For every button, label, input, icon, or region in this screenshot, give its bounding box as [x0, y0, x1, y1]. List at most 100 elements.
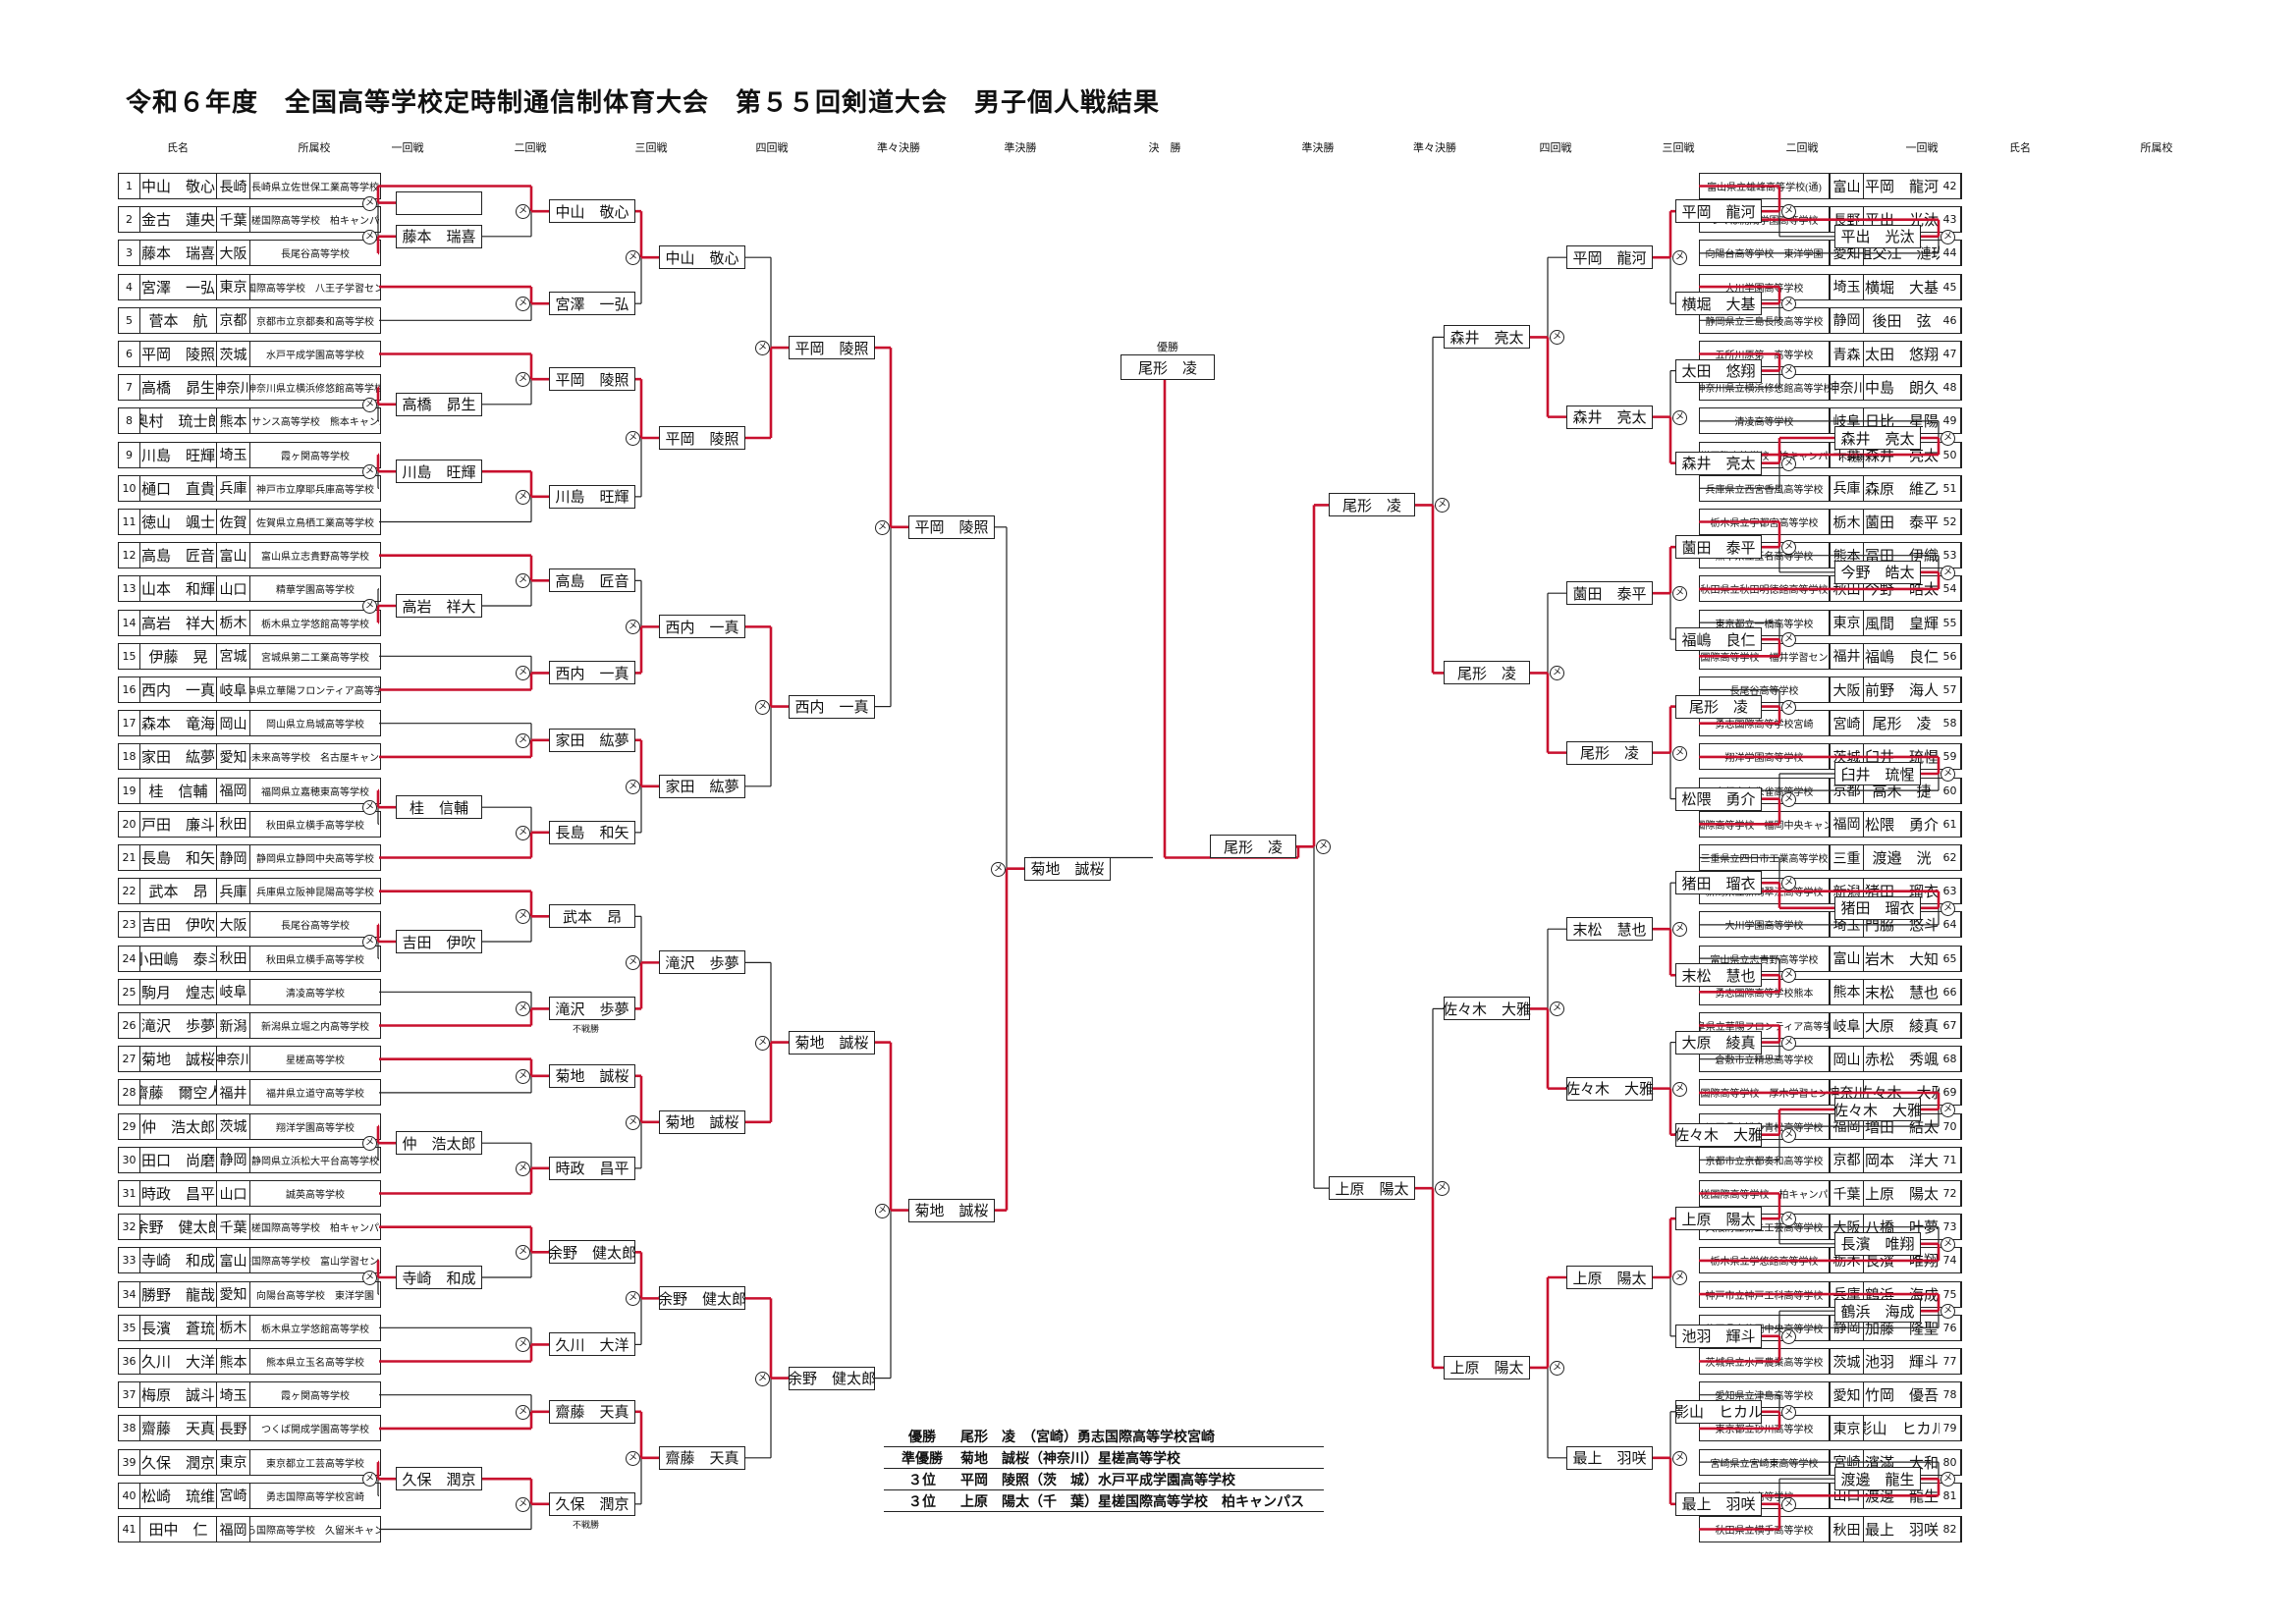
entrant-school: 岐阜県立華陽フロンティア高等学校 — [250, 686, 380, 697]
kendo-point-mark: メ — [626, 431, 640, 446]
kendo-point-mark: メ — [1781, 204, 1796, 220]
entrant-number: 28 — [119, 1080, 140, 1106]
entrant-number: 74 — [1940, 1248, 1961, 1273]
entrant-name: 高岩 祥大 — [140, 610, 217, 635]
entrant-prefecture: 大阪 — [217, 912, 250, 938]
winner-box: 大原 綾真 — [1675, 1030, 1762, 1055]
entrant-school: 星槎国際高等学校 福井学習センター — [1700, 643, 1830, 669]
kendo-point-mark: メ — [1781, 1328, 1796, 1344]
entrant-name: 時政 昌平 — [140, 1181, 217, 1206]
winner-box: 太田 悠翔 — [1675, 358, 1762, 383]
summary-row: 準優勝菊地 誠桜（神奈川）星槎高等学校 — [884, 1447, 1324, 1469]
entrant-prefecture: 岡山 — [1830, 1047, 1863, 1072]
entrant-school: 霞ヶ関高等学校 — [281, 1391, 350, 1403]
winner-box: 上原 陽太 — [1329, 1176, 1415, 1201]
kendo-point-mark: メ — [1781, 297, 1796, 312]
entrant-school: 兵庫県立阪神昆陽高等学校 — [256, 888, 374, 899]
entrant-number: 55 — [1940, 610, 1961, 635]
round-header: 一回戦 — [391, 141, 424, 154]
winner-box: 仲 浩太郎 — [396, 1131, 482, 1156]
entrant-prefecture: 埼玉 — [217, 442, 250, 467]
entrant-prefecture: 東京 — [1830, 1416, 1863, 1441]
entrant-number: 44 — [1940, 241, 1961, 266]
entrant-prefecture: 大阪 — [217, 241, 250, 266]
entrant-school: 星槎国際高等学校 福岡中央キャンパス — [1700, 811, 1830, 837]
winner-box: 福嶋 良仁 — [1675, 627, 1762, 652]
entrant-school: 星槎国際高等学校 八王子学習センター — [250, 283, 380, 295]
entrant-school: 佐賀県立鳥栖工業高等学校 — [256, 518, 374, 529]
kendo-point-mark: メ — [516, 372, 530, 388]
page-title: 令和６年度 全国高等学校定時制通信制体育大会 第５５回剣道大会 男子個人戦結果 — [126, 88, 1161, 118]
entrant-school: 神戸市立摩耶兵庫高等学校 — [256, 484, 374, 496]
entrant-school: 向陽台高等学校 東洋学園 — [256, 1290, 374, 1302]
kendo-point-mark: メ — [516, 1161, 530, 1176]
entrant-number: 20 — [119, 811, 140, 837]
kendo-point-mark: メ — [1672, 1450, 1687, 1466]
entrant-prefecture: 静岡 — [1830, 307, 1863, 333]
winner-box: 森井 亮太 — [1675, 451, 1762, 475]
entrant-number: 40 — [119, 1483, 140, 1508]
kendo-point-mark: メ — [362, 1271, 377, 1285]
entrant-prefecture: 秋田 — [1830, 1517, 1863, 1542]
entrant-name: 戸田 廉斗 — [140, 811, 217, 837]
entrant-name: 金古 蓮央 — [140, 207, 217, 233]
entrant-number: 71 — [1940, 1147, 1961, 1172]
winner-box: 中山 敬心 — [549, 199, 635, 224]
summary-row: ３位上原 陽太（千 葉）星槎国際高等学校 柏キャンパス — [884, 1490, 1324, 1512]
entrant-number: 56 — [1940, 643, 1961, 669]
kendo-point-mark: メ — [1941, 1103, 1955, 1117]
entrant-number: 13 — [119, 576, 140, 602]
entrant-row: 2金古 蓮央千葉星槎国際高等学校 柏キャンパス — [118, 206, 381, 234]
entrant-school: 岡山県立烏城高等学校 — [266, 720, 364, 731]
winner-box: 家田 紘夢 — [549, 728, 635, 752]
entrant-school: 誠英高等学校 — [286, 1190, 345, 1201]
winner-box: 薗田 泰平 — [1675, 535, 1762, 560]
entrant-name: 武本 昂 — [140, 879, 217, 904]
round-header: 準決勝 — [1004, 141, 1037, 154]
kendo-point-mark: メ — [1781, 632, 1796, 648]
entrant-number: 48 — [1940, 375, 1961, 401]
kendo-point-mark: メ — [755, 1035, 770, 1051]
entrant-name: 吉田 伊吹 — [140, 912, 217, 938]
entrant-number: 33 — [119, 1248, 140, 1273]
kendo-point-mark: メ — [755, 1371, 770, 1386]
entrant-number: 26 — [119, 1013, 140, 1038]
entrant-school: 宮城県第二工業高等学校 — [261, 652, 369, 664]
entrant-name: 川島 旺輝 — [140, 442, 217, 467]
kendo-point-mark: メ — [1550, 1360, 1564, 1376]
entrant-school: 静岡県立静岡中央高等学校 — [256, 854, 374, 865]
entrant-name: 家田 紘夢 — [140, 744, 217, 770]
winner-box: 薗田 泰平 — [1566, 581, 1653, 606]
entrant-name: 小田嶋 泰斗 — [140, 946, 217, 971]
kendo-point-mark: メ — [362, 800, 377, 816]
entrant-number: 49 — [1940, 408, 1961, 434]
entrant-prefecture: 福岡 — [1830, 811, 1863, 837]
entrant-school: 勇志国際高等学校熊本 — [1700, 979, 1830, 1004]
entrant-number: 5 — [119, 307, 140, 333]
winner-box: 猪田 瑠衣 — [1834, 895, 1921, 920]
winner-box: 長濱 唯翔 — [1834, 1231, 1921, 1256]
winner-box: 尾形 凌 — [1675, 694, 1762, 719]
entrant-school: 京都市立京都奏和高等学校 — [1700, 1147, 1830, 1172]
winner-box: 池羽 輝斗 — [1675, 1324, 1762, 1348]
kendo-point-mark: メ — [516, 1068, 530, 1084]
kendo-point-mark: メ — [1672, 1271, 1687, 1285]
entrant-school: 富山県立志貴野高等学校 — [1700, 946, 1830, 971]
summary-result: 尾形 凌 （宮崎）勇志国際高等学校宮崎 — [960, 1429, 1215, 1445]
winner-box: 上原 陽太 — [1566, 1266, 1653, 1289]
entrant-prefecture: 茨城 — [1830, 1349, 1863, 1374]
kendo-point-mark: メ — [516, 732, 530, 748]
results-summary: 優勝尾形 凌 （宮崎）勇志国際高等学校宮崎準優勝菊地 誠桜（神奈川）星槎高等学校… — [884, 1426, 1324, 1512]
entrant-number: 64 — [1940, 912, 1961, 938]
entrant-number: 79 — [1940, 1416, 1961, 1441]
entrant-name: 菅本 航 — [140, 307, 217, 333]
kendo-point-mark: メ — [362, 1472, 377, 1488]
entrant-prefecture: 岐阜 — [217, 677, 250, 702]
winner-box — [396, 190, 482, 215]
